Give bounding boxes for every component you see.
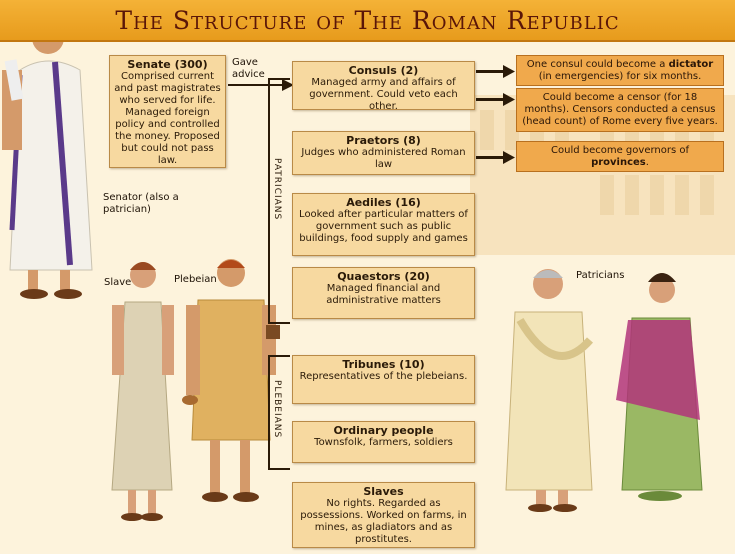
patricians-group-label: PATRICIANS: [272, 158, 282, 221]
patricians-label: Patricians: [576, 270, 625, 281]
slave-figure: [111, 262, 174, 521]
governor-note: Could become governors of provinces.: [516, 141, 724, 172]
senate-text: Comprised current and past magistrates w…: [114, 71, 221, 166]
office-box-praetors: Praetors (8) Judges who administered Rom…: [292, 131, 475, 175]
title-bar: The Structure of The Roman Republic: [0, 0, 735, 42]
plebeian-label: Plebeian: [174, 274, 217, 285]
office-box-tribunes: Tribunes (10) Representatives of the ple…: [292, 355, 475, 404]
office-text: Managed army and affairs of government. …: [309, 77, 458, 112]
office-box-consuls: Consuls (2) Managed army and affairs of …: [292, 61, 475, 112]
office-heading: Ordinary people: [333, 424, 434, 437]
advice-arrow-line: [228, 84, 290, 86]
page-title: The Structure of The Roman Republic: [115, 6, 620, 35]
office-box-quaestors: Quaestors (20) Managed financial and adm…: [292, 267, 475, 319]
arrow-consuls-censor: [476, 98, 506, 101]
office-heading: Tribunes (10): [342, 358, 425, 371]
senator-figure: [2, 22, 93, 299]
dictator-term: dictator: [668, 59, 714, 70]
patrician-man-figure: [505, 269, 594, 512]
office-text: Townsfolk, farmers, soldiers: [314, 437, 453, 448]
office-text: Managed financial and administrative mat…: [326, 283, 441, 306]
arrow-praetors-governors: [476, 156, 506, 159]
plebeians-group-label: PLEBEIANS: [272, 380, 282, 439]
office-heading: Quaestors (20): [337, 270, 430, 283]
gave-advice-label: Gave advice: [232, 57, 265, 80]
patrician-woman-figure: [616, 273, 703, 501]
plebeian-figure: [182, 259, 280, 502]
office-text: Judges who administered Roman law: [301, 147, 466, 170]
patricians-bracket: [268, 78, 270, 323]
office-box-ordinary-people: Ordinary people Townsfolk, farmers, sold…: [292, 421, 475, 463]
office-box-slaves: Slaves No rights. Regarded as possession…: [292, 482, 475, 548]
office-box-aediles: Aediles (16) Looked after particular mat…: [292, 193, 475, 256]
censor-note: Could become a censor (for 18 months). C…: [516, 88, 724, 132]
office-heading: Praetors (8): [346, 134, 421, 147]
office-heading: Slaves: [363, 485, 404, 498]
office-text: Looked after particular matters of gover…: [299, 209, 468, 244]
senate-heading: Senate (300): [127, 58, 208, 71]
office-text: No rights. Regarded as possessions. Work…: [300, 498, 467, 545]
senate-box: Senate (300) Comprised current and past …: [109, 55, 226, 168]
provinces-term: provinces: [591, 157, 646, 168]
dictator-note: One consul could become a dictator (in e…: [516, 55, 724, 86]
advice-arrowhead: [282, 79, 294, 91]
plebeians-bracket: [268, 355, 270, 470]
office-heading: Aediles (16): [346, 196, 421, 209]
slave-label: Slave: [104, 277, 132, 288]
senator-label: Senator (also a patrician): [103, 192, 179, 215]
arrow-consuls-dictator: [476, 70, 506, 73]
office-heading: Consuls (2): [348, 64, 419, 77]
office-text: Representatives of the plebeians.: [299, 371, 468, 382]
